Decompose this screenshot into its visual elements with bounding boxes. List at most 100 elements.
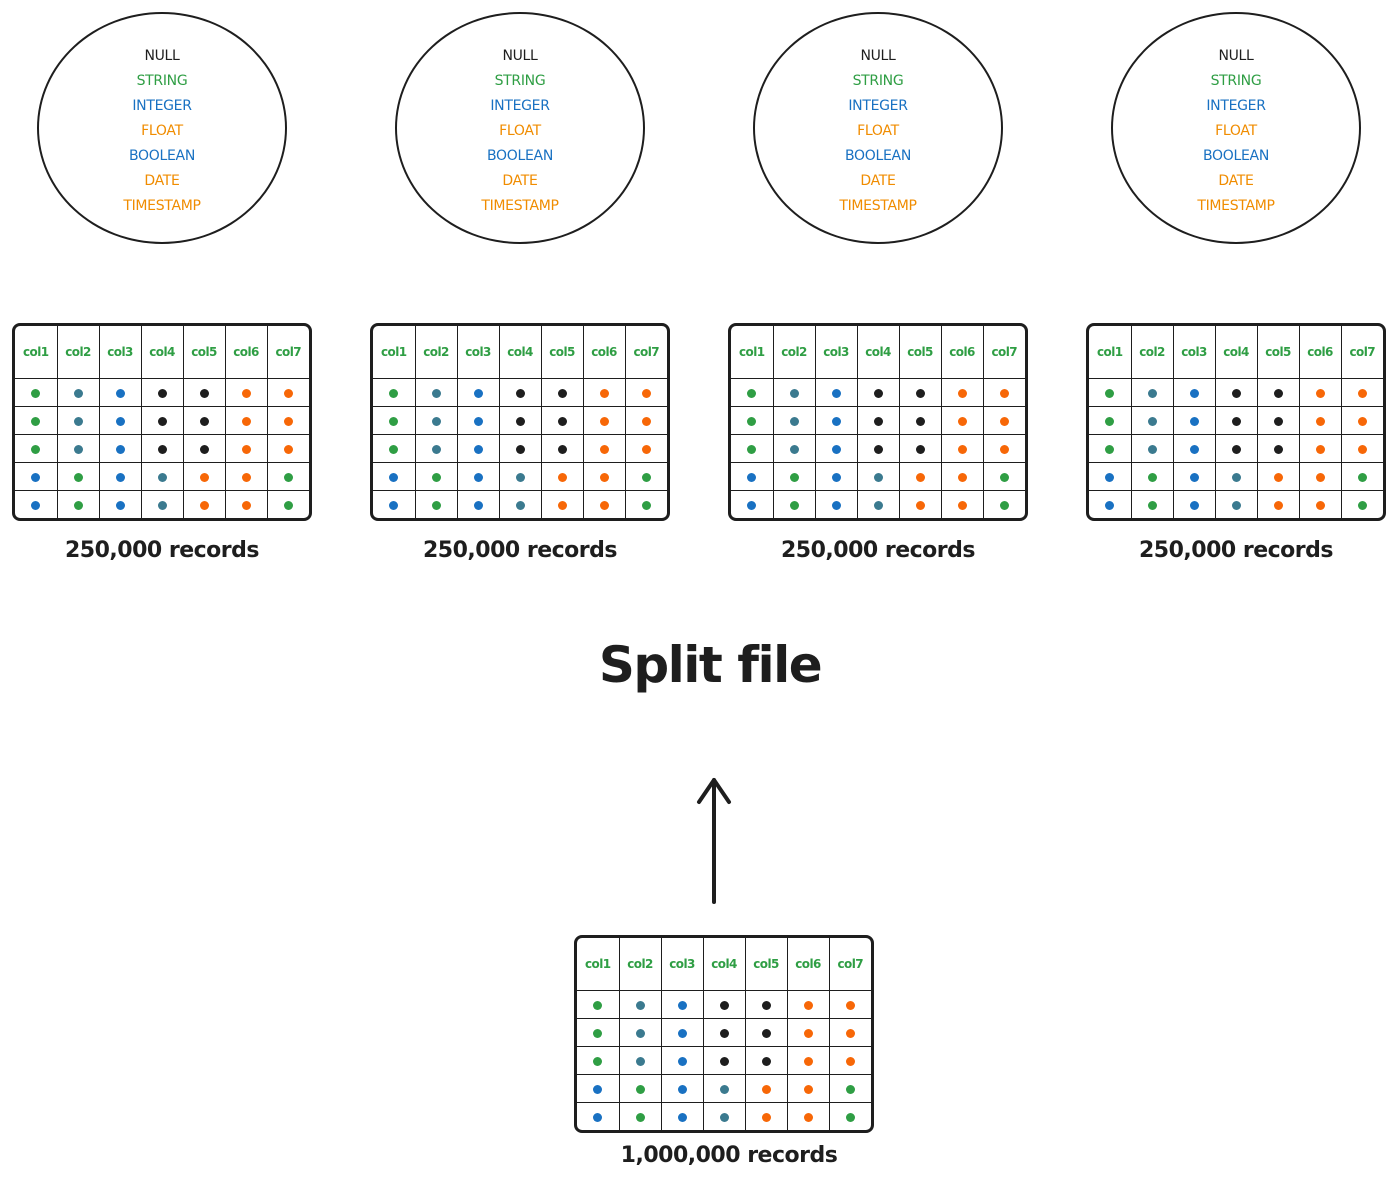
up-arrow-icon [697,778,731,904]
value-dot [831,444,841,454]
table-cell [15,489,58,518]
value-dot [1189,500,1199,510]
column-header: col4 [498,326,542,379]
table-cell [1172,433,1216,463]
value-dot [1105,388,1115,398]
value-dot [283,444,293,454]
value-dot [599,472,609,482]
table-cell [1172,489,1216,518]
table-cell [1089,405,1132,435]
table-cell [1172,461,1216,491]
table-cell [98,377,142,407]
value-dot [515,416,525,426]
table-cell [856,377,900,407]
table-cell [577,1045,620,1075]
data-type-label: INTEGER [848,98,908,114]
value-dot [73,444,83,454]
value-dot [1147,388,1157,398]
table-cell [56,489,100,518]
value-dot [1315,388,1325,398]
value-dot [719,1112,729,1122]
table-cell [414,405,458,435]
value-dot [1231,416,1241,426]
value-dot [915,388,925,398]
value-dot [557,444,567,454]
table-cell [856,405,900,435]
table-cell [1256,377,1300,407]
value-dot [1231,444,1241,454]
table-cell [1089,461,1132,491]
table-cell [744,1101,788,1130]
table-cell [856,461,900,491]
table-cell [744,1073,788,1103]
column-header: col6 [786,938,830,991]
column-header: col6 [224,326,268,379]
value-dot [593,1028,603,1038]
data-type-label: BOOLEAN [129,148,195,164]
table-cell [140,405,184,435]
table-cell [898,377,942,407]
value-dot [1105,500,1115,510]
value-dot [1105,472,1115,482]
table-cell [1130,461,1174,491]
table-cell [772,461,816,491]
data-type-label: TIMESTAMP [481,198,559,214]
table-cell [744,1017,788,1047]
table-cell [224,405,268,435]
table-cell [456,433,500,463]
table-cell [498,433,542,463]
value-dot [199,444,209,454]
table-cell [182,433,226,463]
value-dot [389,444,399,454]
data-type-label: FLOAT [1215,123,1257,139]
value-dot [915,444,925,454]
table-cell [1298,405,1342,435]
table-cell [898,433,942,463]
table-cell [982,433,1025,463]
table-row [577,989,871,1019]
value-dot [1189,472,1199,482]
value-dot [1357,500,1367,510]
value-dot [431,416,441,426]
table-cell [772,433,816,463]
table-cell [1214,377,1258,407]
source-record-count: 1,000,000 records [620,1143,838,1168]
data-type-label: STRING [852,73,904,89]
column-header: col4 [702,938,746,991]
table-cell [1089,433,1132,463]
table-cell [414,489,458,518]
value-dot [1105,444,1115,454]
value-dot [73,388,83,398]
value-dot [557,416,567,426]
value-dot [1273,472,1283,482]
table-row [15,489,309,518]
table-row [577,1045,871,1075]
table-cell [1214,461,1258,491]
table-cell [140,461,184,491]
value-dot [557,472,567,482]
value-dot [915,500,925,510]
value-dot [73,500,83,510]
table-cell [373,461,416,491]
table-cell [266,461,309,491]
value-dot [599,444,609,454]
value-dot [635,1112,645,1122]
table-cell [456,405,500,435]
value-dot [1231,500,1241,510]
value-dot [957,416,967,426]
table-cell [786,1017,830,1047]
table-row [731,433,1025,463]
value-dot [241,416,251,426]
column-header: col2 [56,326,100,379]
value-dot [677,1028,687,1038]
data-type-label: FLOAT [499,123,541,139]
table-cell [540,405,584,435]
table-cell [1298,489,1342,518]
value-dot [845,1056,855,1066]
